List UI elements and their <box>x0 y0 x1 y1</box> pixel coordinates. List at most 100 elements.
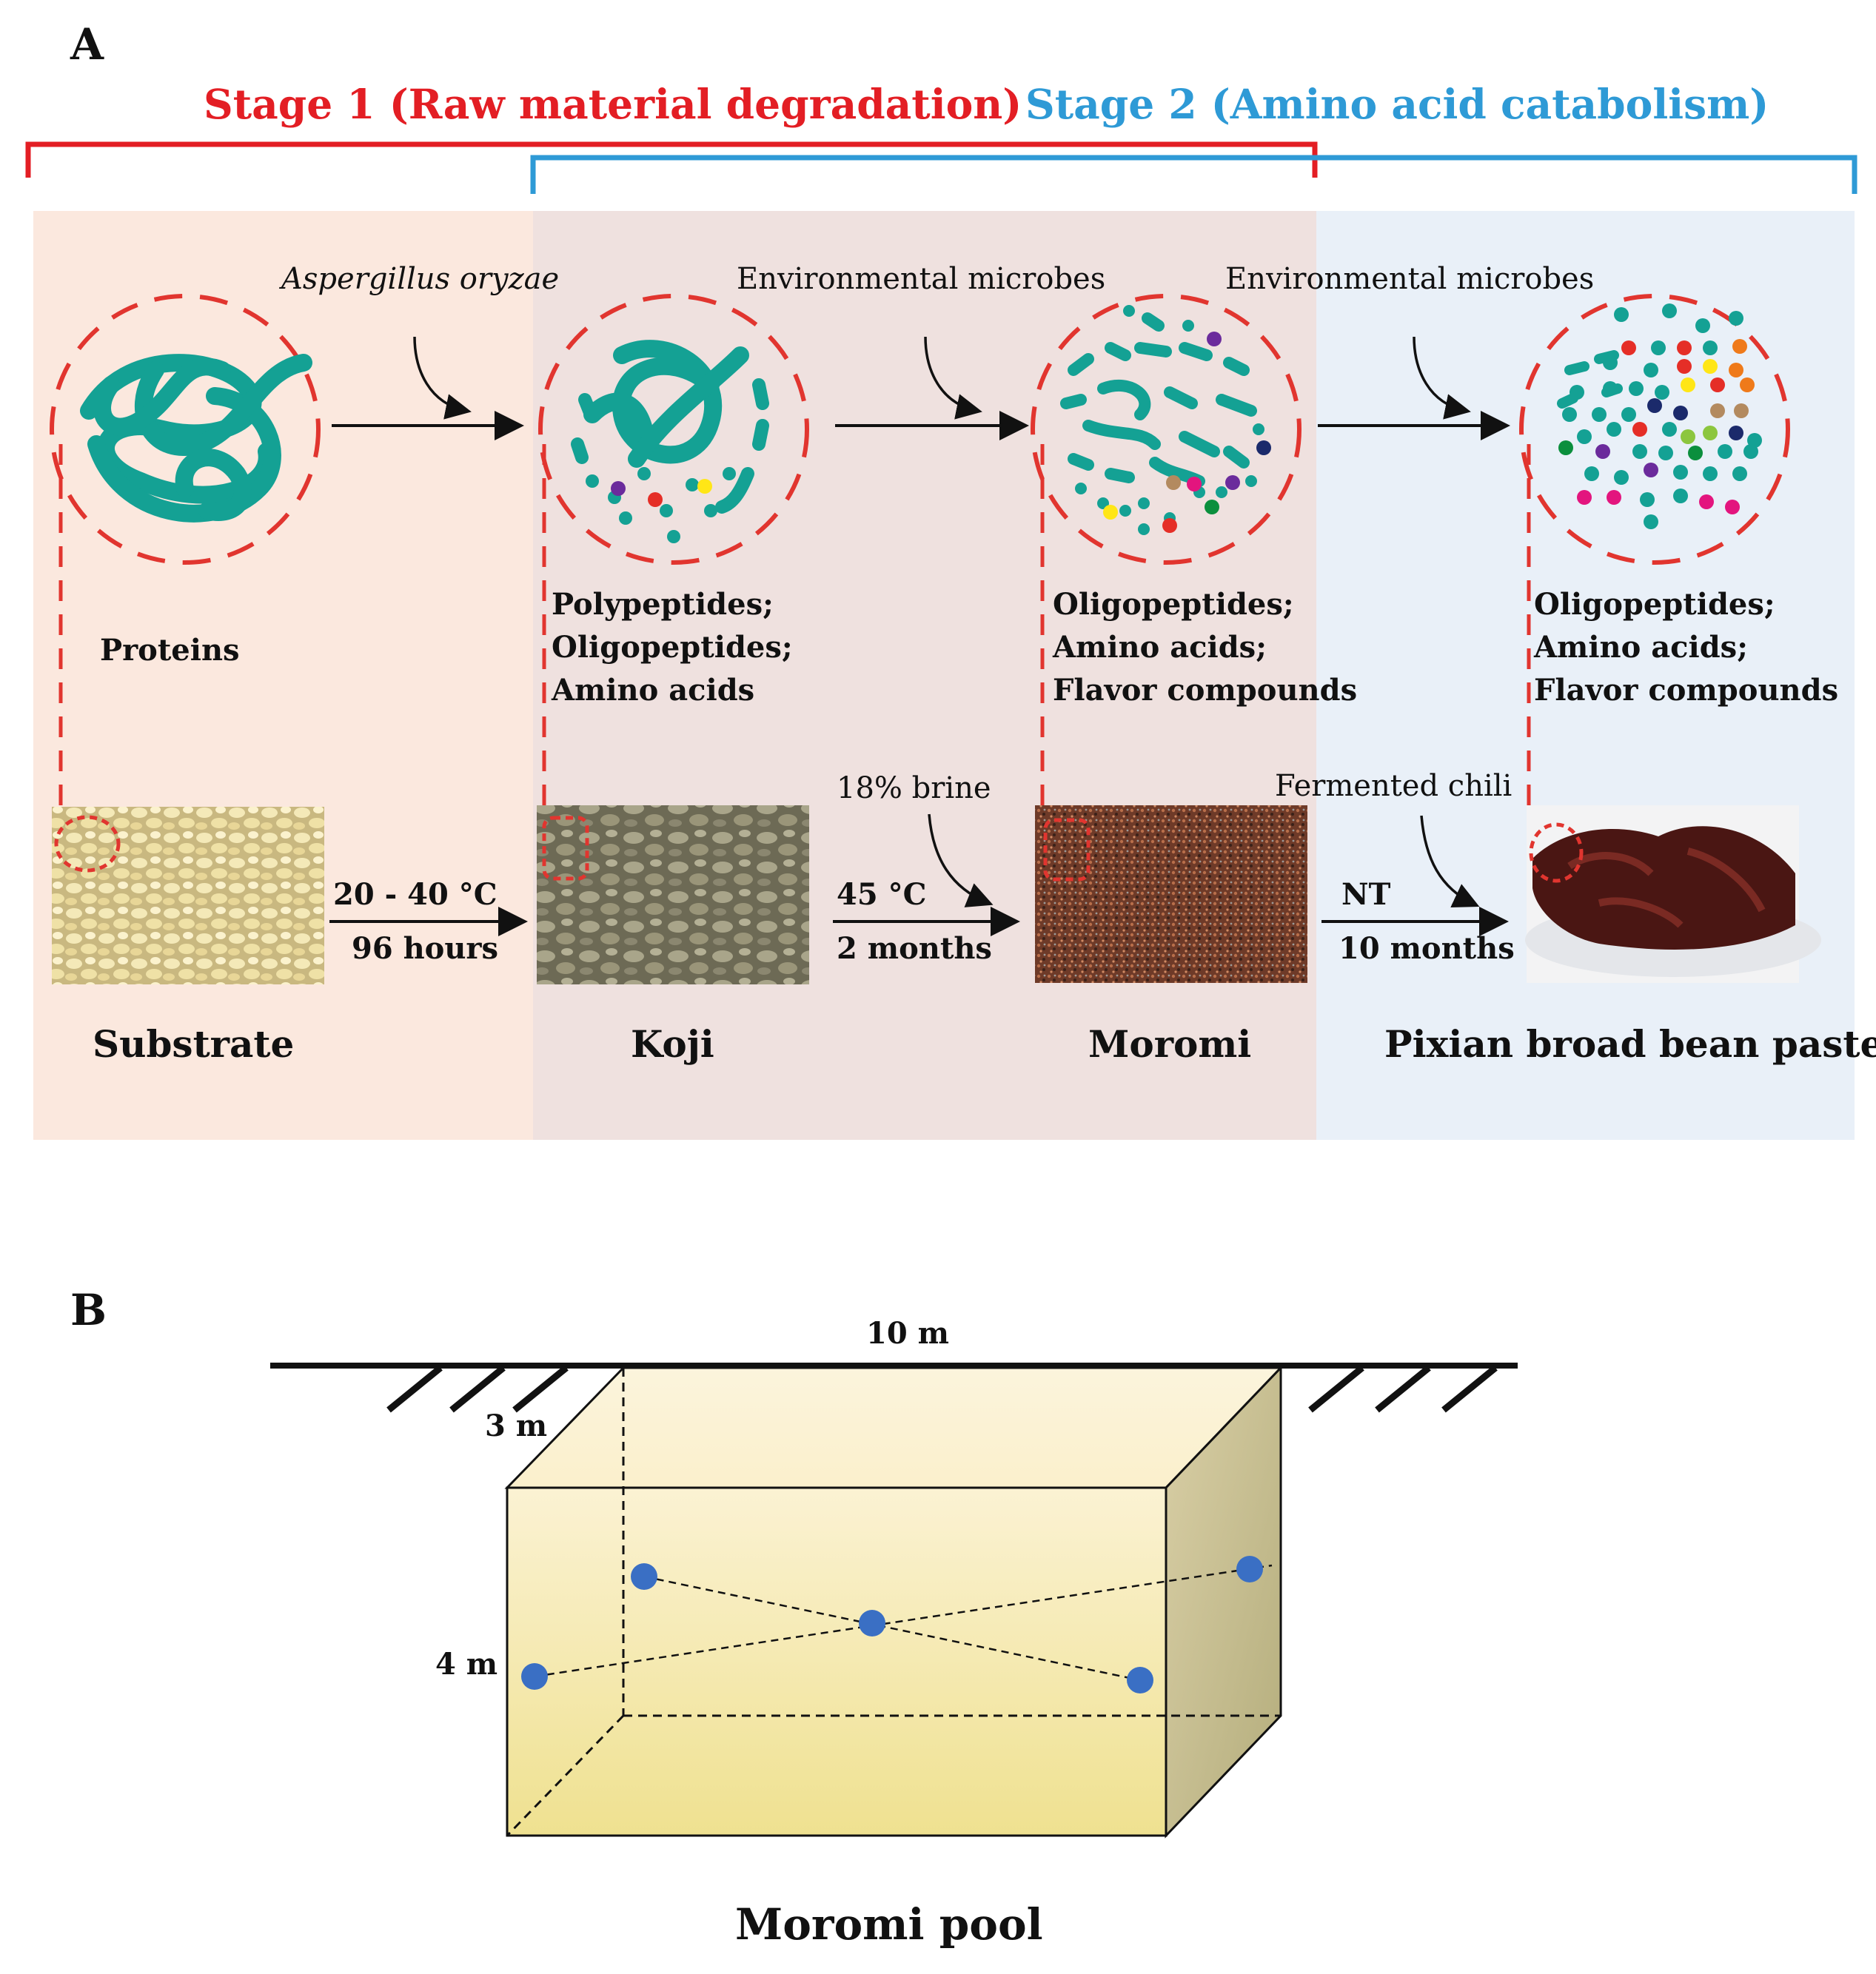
sampling-point <box>631 1563 657 1590</box>
sampling-point <box>859 1610 885 1636</box>
product-paste-2: Amino acids; <box>1533 630 1748 665</box>
panel-b-label: B <box>70 1285 107 1335</box>
microbe-dot <box>1703 359 1718 374</box>
microbe-dot <box>1595 444 1610 459</box>
microbe-dot <box>1632 444 1647 459</box>
microbe-dot <box>1629 381 1644 396</box>
microbe-dot <box>1662 303 1677 318</box>
microbe-dot <box>1729 426 1743 440</box>
chili-arrow <box>1420 815 1480 907</box>
pool-caption: Moromi pool <box>735 1899 1043 1950</box>
microbe-dot <box>1614 470 1629 485</box>
condition-3-time: 10 months <box>1339 931 1515 966</box>
agent-env-microbes-1: Environmental microbes <box>737 262 1105 296</box>
microbe-dot <box>1570 385 1584 400</box>
ground-hatch <box>512 1365 569 1413</box>
material-paste: Pixian broad bean paste <box>1384 1022 1876 1066</box>
ground-hatch <box>1308 1365 1364 1413</box>
sampling-point <box>1127 1667 1153 1693</box>
product-koji-1: Polypeptides; <box>552 587 774 622</box>
dimension-length: 10 m <box>866 1316 949 1351</box>
photo-koji <box>537 805 809 984</box>
material-substrate: Substrate <box>93 1022 294 1066</box>
microbe-dot <box>1644 363 1658 377</box>
microbe-dot <box>1677 340 1692 355</box>
protein-circle <box>50 294 321 565</box>
stage1-bracket <box>25 141 1318 178</box>
dimension-depth: 4 m <box>435 1647 498 1682</box>
ground-hatch <box>449 1365 506 1413</box>
microbe-dot <box>1710 377 1725 392</box>
additive-chili: Fermented chili <box>1275 769 1512 803</box>
microbe-dot <box>1644 514 1658 529</box>
microbe-dot <box>1658 446 1673 460</box>
microbe-dot <box>1632 422 1647 437</box>
agent-arrow-2 <box>924 336 982 420</box>
microbe-dot <box>1732 466 1747 481</box>
product-paste-1: Oligopeptides; <box>1534 587 1775 622</box>
microbe-dot <box>1655 385 1669 400</box>
microbe-dot <box>1603 355 1618 370</box>
product-moromi-3: Flavor compounds <box>1053 673 1357 708</box>
condition-3-temp: NT <box>1341 877 1391 912</box>
condition-1-temp: 20 - 40 °C <box>333 877 498 912</box>
microbe-dot <box>1703 426 1718 440</box>
microbe-dot <box>1651 340 1666 355</box>
paste-dots <box>1558 303 1762 529</box>
paste-circle <box>1519 294 1790 565</box>
material-moromi: Moromi <box>1088 1022 1251 1066</box>
microbe-dot <box>1695 318 1710 333</box>
sampling-line <box>534 1564 1273 1678</box>
product-moromi-1: Oligopeptides; <box>1053 587 1294 622</box>
microbe-dot <box>1673 406 1688 420</box>
microbe-dot <box>1603 381 1618 396</box>
photo-paste <box>1525 805 1821 983</box>
ground-hatch <box>386 1365 443 1413</box>
agent-aspergillus: Aspergillus oryzae <box>278 262 559 296</box>
dimension-width: 3 m <box>485 1409 547 1443</box>
microbe-dot <box>1725 500 1740 514</box>
koji-circle <box>538 294 809 565</box>
microbe-dot <box>1673 489 1688 503</box>
product-moromi-2: Amino acids; <box>1052 630 1267 665</box>
microbe-dot <box>1729 363 1743 377</box>
microbe-dot <box>1592 407 1607 422</box>
microbe-dot <box>1584 466 1599 481</box>
substrate-background <box>33 211 533 1140</box>
protein-strands <box>80 354 312 523</box>
photo-moromi <box>1035 805 1307 983</box>
microbe-dot <box>1640 492 1655 507</box>
agent-env-microbes-2: Environmental microbes <box>1225 262 1594 296</box>
product-paste-3: Flavor compounds <box>1534 673 1838 708</box>
microbe-dot <box>1729 311 1743 326</box>
stage1-title: Stage 1 (Raw material degradation) <box>204 80 1022 128</box>
agent-arrow-3 <box>1413 336 1471 420</box>
brine-arrow <box>928 813 994 907</box>
microbe-dot <box>1718 444 1732 459</box>
microbe-dot <box>1577 490 1592 505</box>
sampling-point <box>1236 1556 1263 1582</box>
microbe-dot <box>1681 377 1695 392</box>
microbe-dot <box>1710 403 1725 418</box>
microbe-dot <box>1688 446 1703 460</box>
pool-front <box>506 1486 1168 1837</box>
photo-substrate <box>52 807 324 984</box>
condition-2-time: 2 months <box>837 931 992 966</box>
condition-1-time: 96 hours <box>352 931 498 966</box>
microbe-dot <box>1732 339 1747 354</box>
microbe-dot <box>1662 422 1677 437</box>
ground-hatch <box>1375 1365 1431 1413</box>
product-koji-3: Amino acids <box>551 673 754 708</box>
ground-hatch <box>1441 1365 1498 1413</box>
microbe-dot <box>1562 407 1577 422</box>
moromi-pool <box>504 1365 1284 1839</box>
microbe-dot <box>1621 407 1636 422</box>
microbe-dot <box>1703 466 1718 481</box>
microbe-dot <box>1614 307 1629 322</box>
sampling-point <box>521 1663 548 1690</box>
microbe-dot <box>1644 463 1658 477</box>
additive-brine: 18% brine <box>837 771 991 805</box>
material-koji: Koji <box>631 1022 714 1066</box>
microbe-dot <box>1740 377 1755 392</box>
